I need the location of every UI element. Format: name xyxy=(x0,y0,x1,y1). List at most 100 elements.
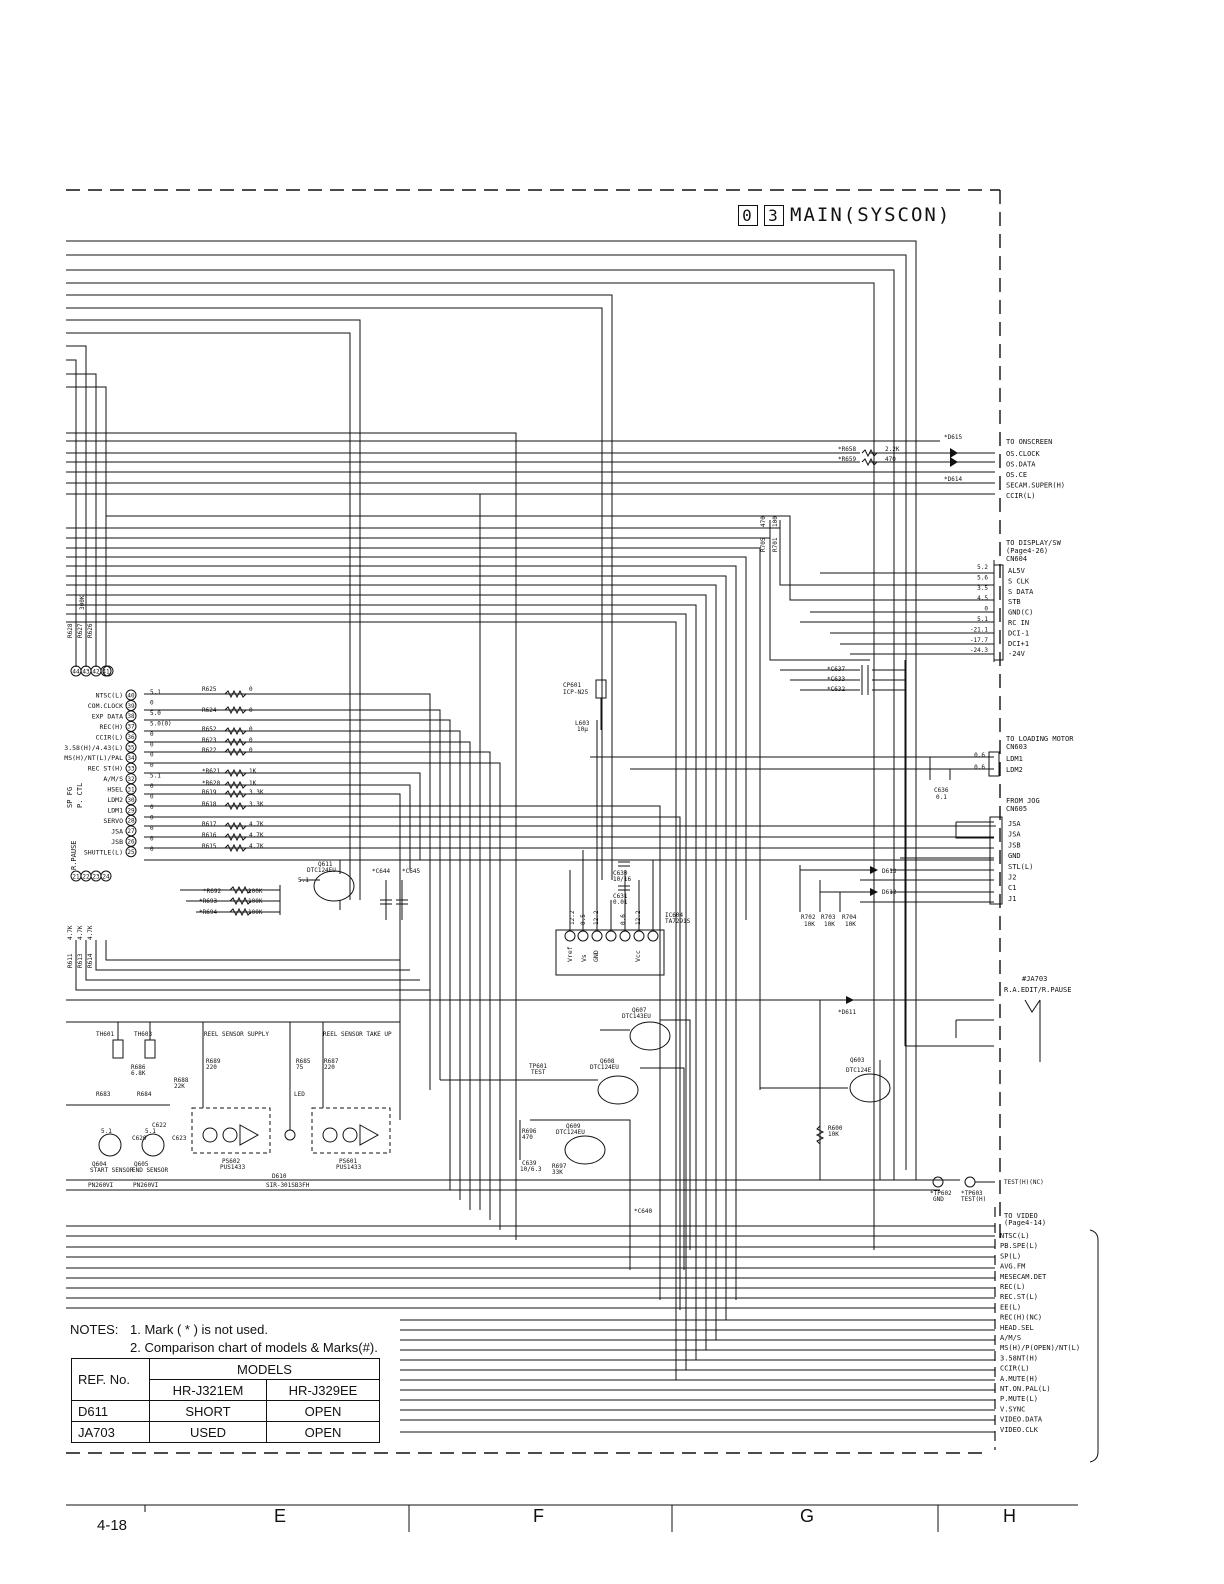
component-label: 4.7K xyxy=(77,925,84,940)
component-label: 470 xyxy=(760,516,767,527)
connector-pin-label: RC IN xyxy=(1008,619,1029,627)
sheet-number-digit: 0 xyxy=(738,204,758,226)
voltage-label: -21.1 xyxy=(970,626,988,633)
ic-pin-number: 21 xyxy=(72,874,80,881)
comparison-table: REF. No. MODELS HR-J321EM HR-J329EE D611… xyxy=(71,1358,380,1443)
connector-pin-label: NT.ON.PAL(L) xyxy=(1000,1385,1051,1393)
resistor-ref: R625 xyxy=(202,686,217,693)
resistor-value: 3.3K xyxy=(249,801,264,808)
component-label: R685 xyxy=(296,1058,311,1065)
component-label: START SENSOR xyxy=(90,1167,134,1174)
component-label: D612 xyxy=(882,889,897,896)
connector-pin-label: VIDEO.DATA xyxy=(1000,1416,1043,1424)
model-value-cell: OPEN xyxy=(266,1421,380,1443)
resistor-value: 1K xyxy=(249,768,257,775)
component-label: R626 xyxy=(87,623,94,638)
component-label: *C633 xyxy=(827,676,845,683)
component-label: TEST(H) xyxy=(961,1196,986,1203)
grid-zone-label: F xyxy=(533,1506,544,1526)
resistor-ref: R617 xyxy=(202,821,217,828)
component-label: SP FG xyxy=(66,787,74,808)
connector-pin-label: OS.CLOCK xyxy=(1006,450,1041,458)
ic-pin-label: HSEL xyxy=(107,786,123,794)
component-label: R696 xyxy=(522,1128,537,1135)
ref-header: REF. No. xyxy=(71,1358,150,1401)
component-label: 2.2K xyxy=(885,446,900,453)
voltage-label: 12.2 xyxy=(569,910,576,925)
component-label: DTC143EU xyxy=(622,1013,651,1020)
component-label: C622 xyxy=(152,1122,167,1129)
connector-pin-label: 3.58NT(H) xyxy=(1000,1354,1038,1362)
ic-pin-number: 31 xyxy=(127,786,135,793)
connector-pin-label: STB xyxy=(1008,598,1021,606)
ic-pin-number: 29 xyxy=(127,807,135,814)
wiring xyxy=(66,189,1099,1532)
ic-pin-number: 36 xyxy=(127,734,135,741)
connector-pin-label: DCI+1 xyxy=(1008,640,1029,648)
voltage-label: 0 xyxy=(150,762,154,769)
ic-pin-number: 30 xyxy=(127,797,135,804)
component-label: TH603 xyxy=(134,1031,152,1038)
component-label: 22K xyxy=(174,1083,185,1090)
ic-pin-label: REC ST(H) xyxy=(88,765,123,773)
resistor-value: 4.7K xyxy=(249,832,264,839)
voltage-label: 12.2 xyxy=(593,910,600,925)
component-label: ICP-N25 xyxy=(563,689,589,696)
connector-pin-label: AVG.FM xyxy=(1000,1263,1025,1271)
voltage-label: 0 xyxy=(150,794,154,801)
connector-pin-label: STL(L) xyxy=(1008,863,1033,871)
component-label: 4.7K xyxy=(67,925,74,940)
ic-pin-number: 32 xyxy=(127,776,135,783)
component-label: PUS1433 xyxy=(336,1164,362,1171)
component-label: *TP603 xyxy=(961,1190,983,1197)
resistor-ref: R623 xyxy=(202,737,217,744)
resistor-value: 3.3K xyxy=(249,789,264,796)
resistor-ref: R619 xyxy=(202,789,217,796)
connector-pin-label: OS.CE xyxy=(1006,471,1027,479)
ic-pin-label: JSB xyxy=(111,838,123,846)
voltage-label: 0.6 xyxy=(974,764,985,771)
grid-zone-label: H xyxy=(1003,1506,1016,1526)
component-label: R686 xyxy=(131,1064,146,1071)
component-label: C630 xyxy=(613,870,628,877)
component-label: 33K xyxy=(552,1169,563,1176)
component-label: R684 xyxy=(137,1091,152,1098)
ic-pin-circle xyxy=(102,665,114,677)
component-label: D613 xyxy=(882,868,897,875)
voltage-label: 5.6 xyxy=(977,574,988,581)
connector-pin-label: MESECAM.DET xyxy=(1000,1273,1047,1281)
component-label: R703 xyxy=(821,914,836,921)
resistor-ref: *R620 xyxy=(202,780,220,787)
voltage-label: 0 xyxy=(150,731,154,738)
voltage-label: 0.6 xyxy=(974,752,985,759)
component-label: TH601 xyxy=(96,1031,114,1038)
component-label: DTC124E xyxy=(846,1067,872,1074)
component-label: 6.8K xyxy=(131,1070,146,1077)
sheet-number-digit: 3 xyxy=(764,204,784,226)
connector-pin-label: GND(C) xyxy=(1008,609,1033,617)
connector-pin-label: VIDEO.CLK xyxy=(1000,1426,1039,1434)
component-label: 5.1 xyxy=(298,877,309,884)
ic-pin-number: 33 xyxy=(127,765,135,772)
connector-pin-label: NTSC(L) xyxy=(1000,1232,1030,1240)
component-label: PN260VI xyxy=(133,1182,159,1189)
resistor-value: 0 xyxy=(249,726,253,733)
connector-ref: CN605 xyxy=(1006,805,1027,813)
connector-pin-label: SP(L) xyxy=(1000,1252,1021,1260)
model-name: HR-J329EE xyxy=(266,1379,380,1401)
connector-pin-label: OS.DATA xyxy=(1006,461,1036,469)
component-label: *D615 xyxy=(944,434,962,441)
component-label: 5.1 xyxy=(101,1128,112,1135)
component-label: Q611 xyxy=(318,861,333,868)
component-label: 0.01 xyxy=(613,899,628,906)
resistor-value: 0 xyxy=(249,686,253,693)
component-label: *R658 xyxy=(838,446,856,453)
ic-pin-label: JSA xyxy=(111,827,123,835)
component-label: 220 xyxy=(324,1064,335,1071)
ic-pin-label: CCIR(L) xyxy=(96,733,123,741)
component-label: *C640 xyxy=(634,1208,652,1215)
grid-zone-label: G xyxy=(800,1506,815,1526)
ic-pin-number: 42 xyxy=(92,669,100,676)
component-label: PN260VI xyxy=(88,1182,114,1189)
